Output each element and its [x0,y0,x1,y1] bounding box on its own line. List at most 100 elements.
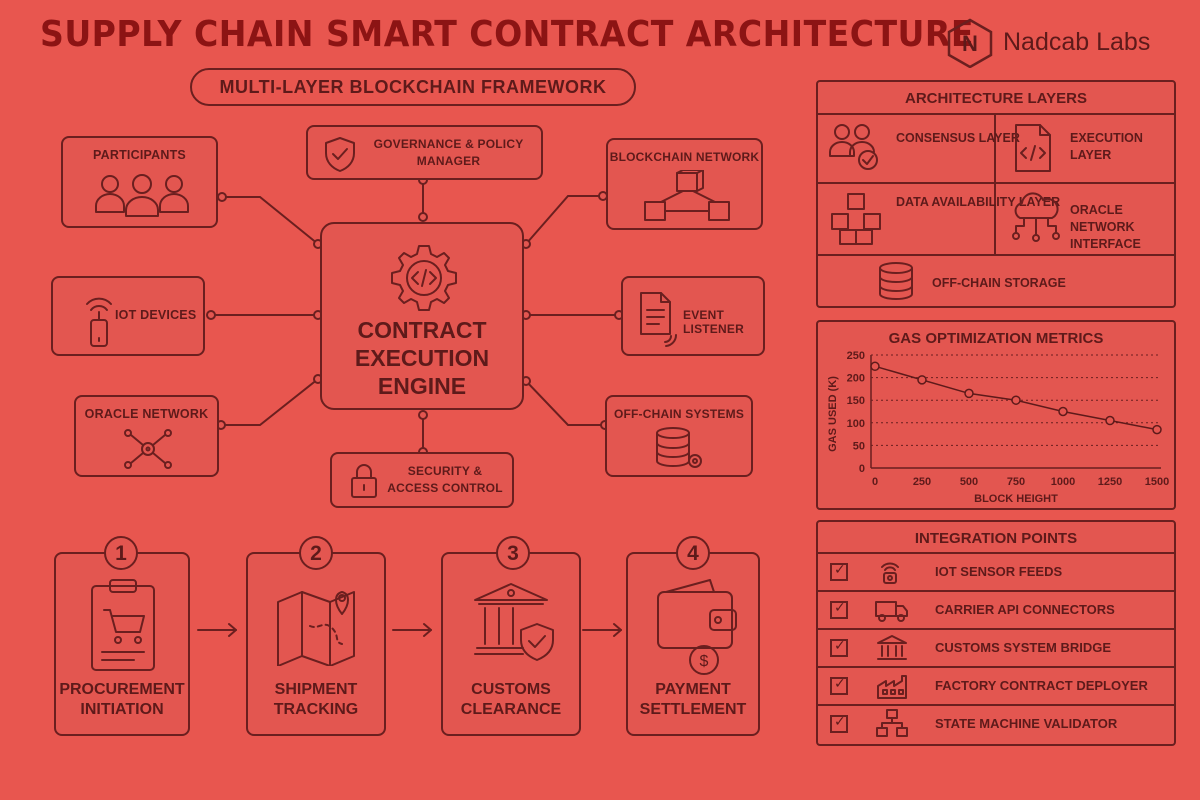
gas-x-ticks: 0 250 500 750 1000 1250 1500 [872,476,1169,488]
integration-row[interactable]: ✓ CUSTOMS SYSTEM BRIDGE [818,628,1174,666]
gas-y-label: GAS USED (K) [827,376,839,452]
gas-metrics-title: GAS OPTIMIZATION METRICS [888,330,1104,347]
gas-y-tick-label: 50 [853,440,865,452]
gas-data-point [1058,406,1068,417]
oracle-network-node[interactable]: ORACLE NETWORK [74,395,219,477]
integration-label: CUSTOMS SYSTEM BRIDGE [935,640,1112,655]
layers-hdivider-1 [818,182,1174,184]
map-pin-icon [277,591,355,666]
factory-icon [877,675,907,699]
checkbox-icon[interactable]: ✓ [830,713,848,733]
engine-title-line-2: EXECUTION [354,345,490,371]
oracle-network-label: ORACLE NETWORK [84,407,209,421]
integration-label: IOT SENSOR FEEDS [935,564,1063,579]
shield-check-icon [325,137,355,172]
bank-shield-icon [474,583,554,661]
lock-icon [351,464,377,498]
governance-node[interactable]: GOVERNANCE & POLICY MANAGER [306,125,543,180]
gas-x-tick-label: 0 [872,476,878,488]
gas-data-point [1105,415,1115,426]
governance-label: GOVERNANCE & POLICY MANAGER [373,137,524,168]
iot-devices-label: IOT DEVICES [115,308,197,322]
integration-row[interactable]: ✓ IOT SENSOR FEEDS [818,552,1174,590]
gas-data-point [870,361,880,372]
participants-node[interactable]: PARTICIPANTS [61,136,218,228]
off-chain-systems-node[interactable]: OFF-CHAIN SYSTEMS [605,395,753,477]
gas-x-label: BLOCK HEIGHT [974,493,1058,505]
integration-row[interactable]: ✓ STATE MACHINE VALIDATOR [818,704,1174,742]
integration-row[interactable]: ✓ FACTORY CONTRACT DEPLOYER [818,666,1174,704]
contract-execution-engine[interactable]: CONTRACT EXECUTION ENGINE [320,222,524,410]
cloud-network-icon [1012,192,1060,242]
step-4-number: 4 [676,536,710,570]
oracle-network-interface-label: ORACLE NETWORK INTERFACE [1070,203,1141,251]
integration-points-title: INTEGRATION POINTS [914,530,1078,547]
blockchain-network-node[interactable]: BLOCKCHAIN NETWORK [606,138,763,230]
gas-x-tick-label: 500 [960,476,978,488]
step-4-card[interactable]: $ PAYMENT SETTLEMENT [626,552,760,736]
checkbox-icon[interactable]: ✓ [830,561,848,581]
checkbox-icon[interactable]: ✓ [830,637,848,657]
integration-row[interactable]: ✓ CARRIER API CONNECTORS [818,590,1174,628]
step-2-card[interactable]: SHIPMENT TRACKING [246,552,386,736]
checkbox-icon[interactable]: ✓ [830,599,848,619]
clipboard-cart-icon [91,579,155,671]
consensus-layer-label: CONSENSUS LAYER [896,131,1020,145]
event-listener-label: EVENT LISTENER [683,308,744,336]
gas-y-tick-label: 150 [847,395,865,407]
iot-devices-node[interactable]: IOT DEVICES [51,276,205,356]
code-document-icon [1015,124,1051,172]
oracle-hub-icon [124,429,172,469]
checkbox-icon[interactable]: ✓ [830,675,848,695]
gas-chart: 0 50 100 150 200 250 0 250 500 750 1000 1250 1500 B… [827,350,1169,505]
gas-x-tick-label: 1000 [1051,476,1075,488]
iot-sensor-icon [86,297,112,347]
integration-points-panel: INTEGRATION POINTS ✓ IOT SENSOR FEEDS ✓ … [816,520,1176,746]
page-subtitle: MULTI-LAYER BLOCKCHAIN FRAMEWORK [190,68,636,106]
document-signal-icon [640,292,678,347]
step-1-label: PROCUREMENT INITIATION [59,681,185,718]
step-1-number: 1 [104,536,138,570]
event-listener-node[interactable]: EVENT LISTENER [621,276,765,356]
engine-title: CONTRACT EXECUTION ENGINE [322,316,522,400]
off-chain-systems-label: OFF-CHAIN SYSTEMS [613,407,745,421]
gas-x-tick-label: 1250 [1098,476,1122,488]
gas-data-point [917,375,927,385]
participants-label: PARTICIPANTS [93,148,186,162]
gas-y-tick-label: 100 [847,418,865,430]
database-gear-icon [656,427,702,468]
gas-y-tick-label: 250 [847,350,865,362]
security-node[interactable]: SECURITY & ACCESS CONTROL [330,452,514,508]
brand-name: Nadcab Labs [1003,28,1151,56]
gas-x-tick-label: 1500 [1145,476,1169,488]
engine-title-line-1: CONTRACT [357,317,487,343]
gas-x-tick-label: 750 [1007,476,1025,488]
hexagon-logo-icon: N [947,18,993,69]
gas-x-tick-label: 250 [913,476,931,488]
integration-label: CARRIER API CONNECTORS [935,602,1115,617]
gas-y-tick-label: 200 [847,373,865,385]
step-4-label: PAYMENT SETTLEMENT [639,681,747,718]
wallet-dollar-icon: $ [657,579,737,675]
layers-divider [818,113,1174,115]
data-blocks-icon [831,193,881,245]
step-2-number: 2 [299,536,333,570]
step-3-label: CUSTOMS CLEARANCE [460,681,562,718]
step-arrows [197,623,622,637]
architecture-layers-panel: ARCHITECTURE LAYERS CONSENSUS LAYER EXEC… [816,80,1176,308]
diagram-connectors [206,175,624,457]
flowchart-icon [876,709,908,737]
bank-icon [877,635,907,660]
blocks-network-icon [644,170,730,221]
execution-layer-label: EXECUTION LAYER [1070,131,1143,162]
step-3-card[interactable]: CUSTOMS CLEARANCE [441,552,581,736]
off-chain-storage-label: OFF-CHAIN STORAGE [932,276,1066,290]
layers-hdivider-2 [818,254,1174,256]
layers-vdivider [994,114,996,254]
step-1-card[interactable]: PROCUREMENT INITIATION [54,552,190,736]
people-icon [95,174,189,217]
sensor-icon [881,562,899,584]
gas-data-point [964,388,974,399]
gear-code-icon [391,245,457,311]
